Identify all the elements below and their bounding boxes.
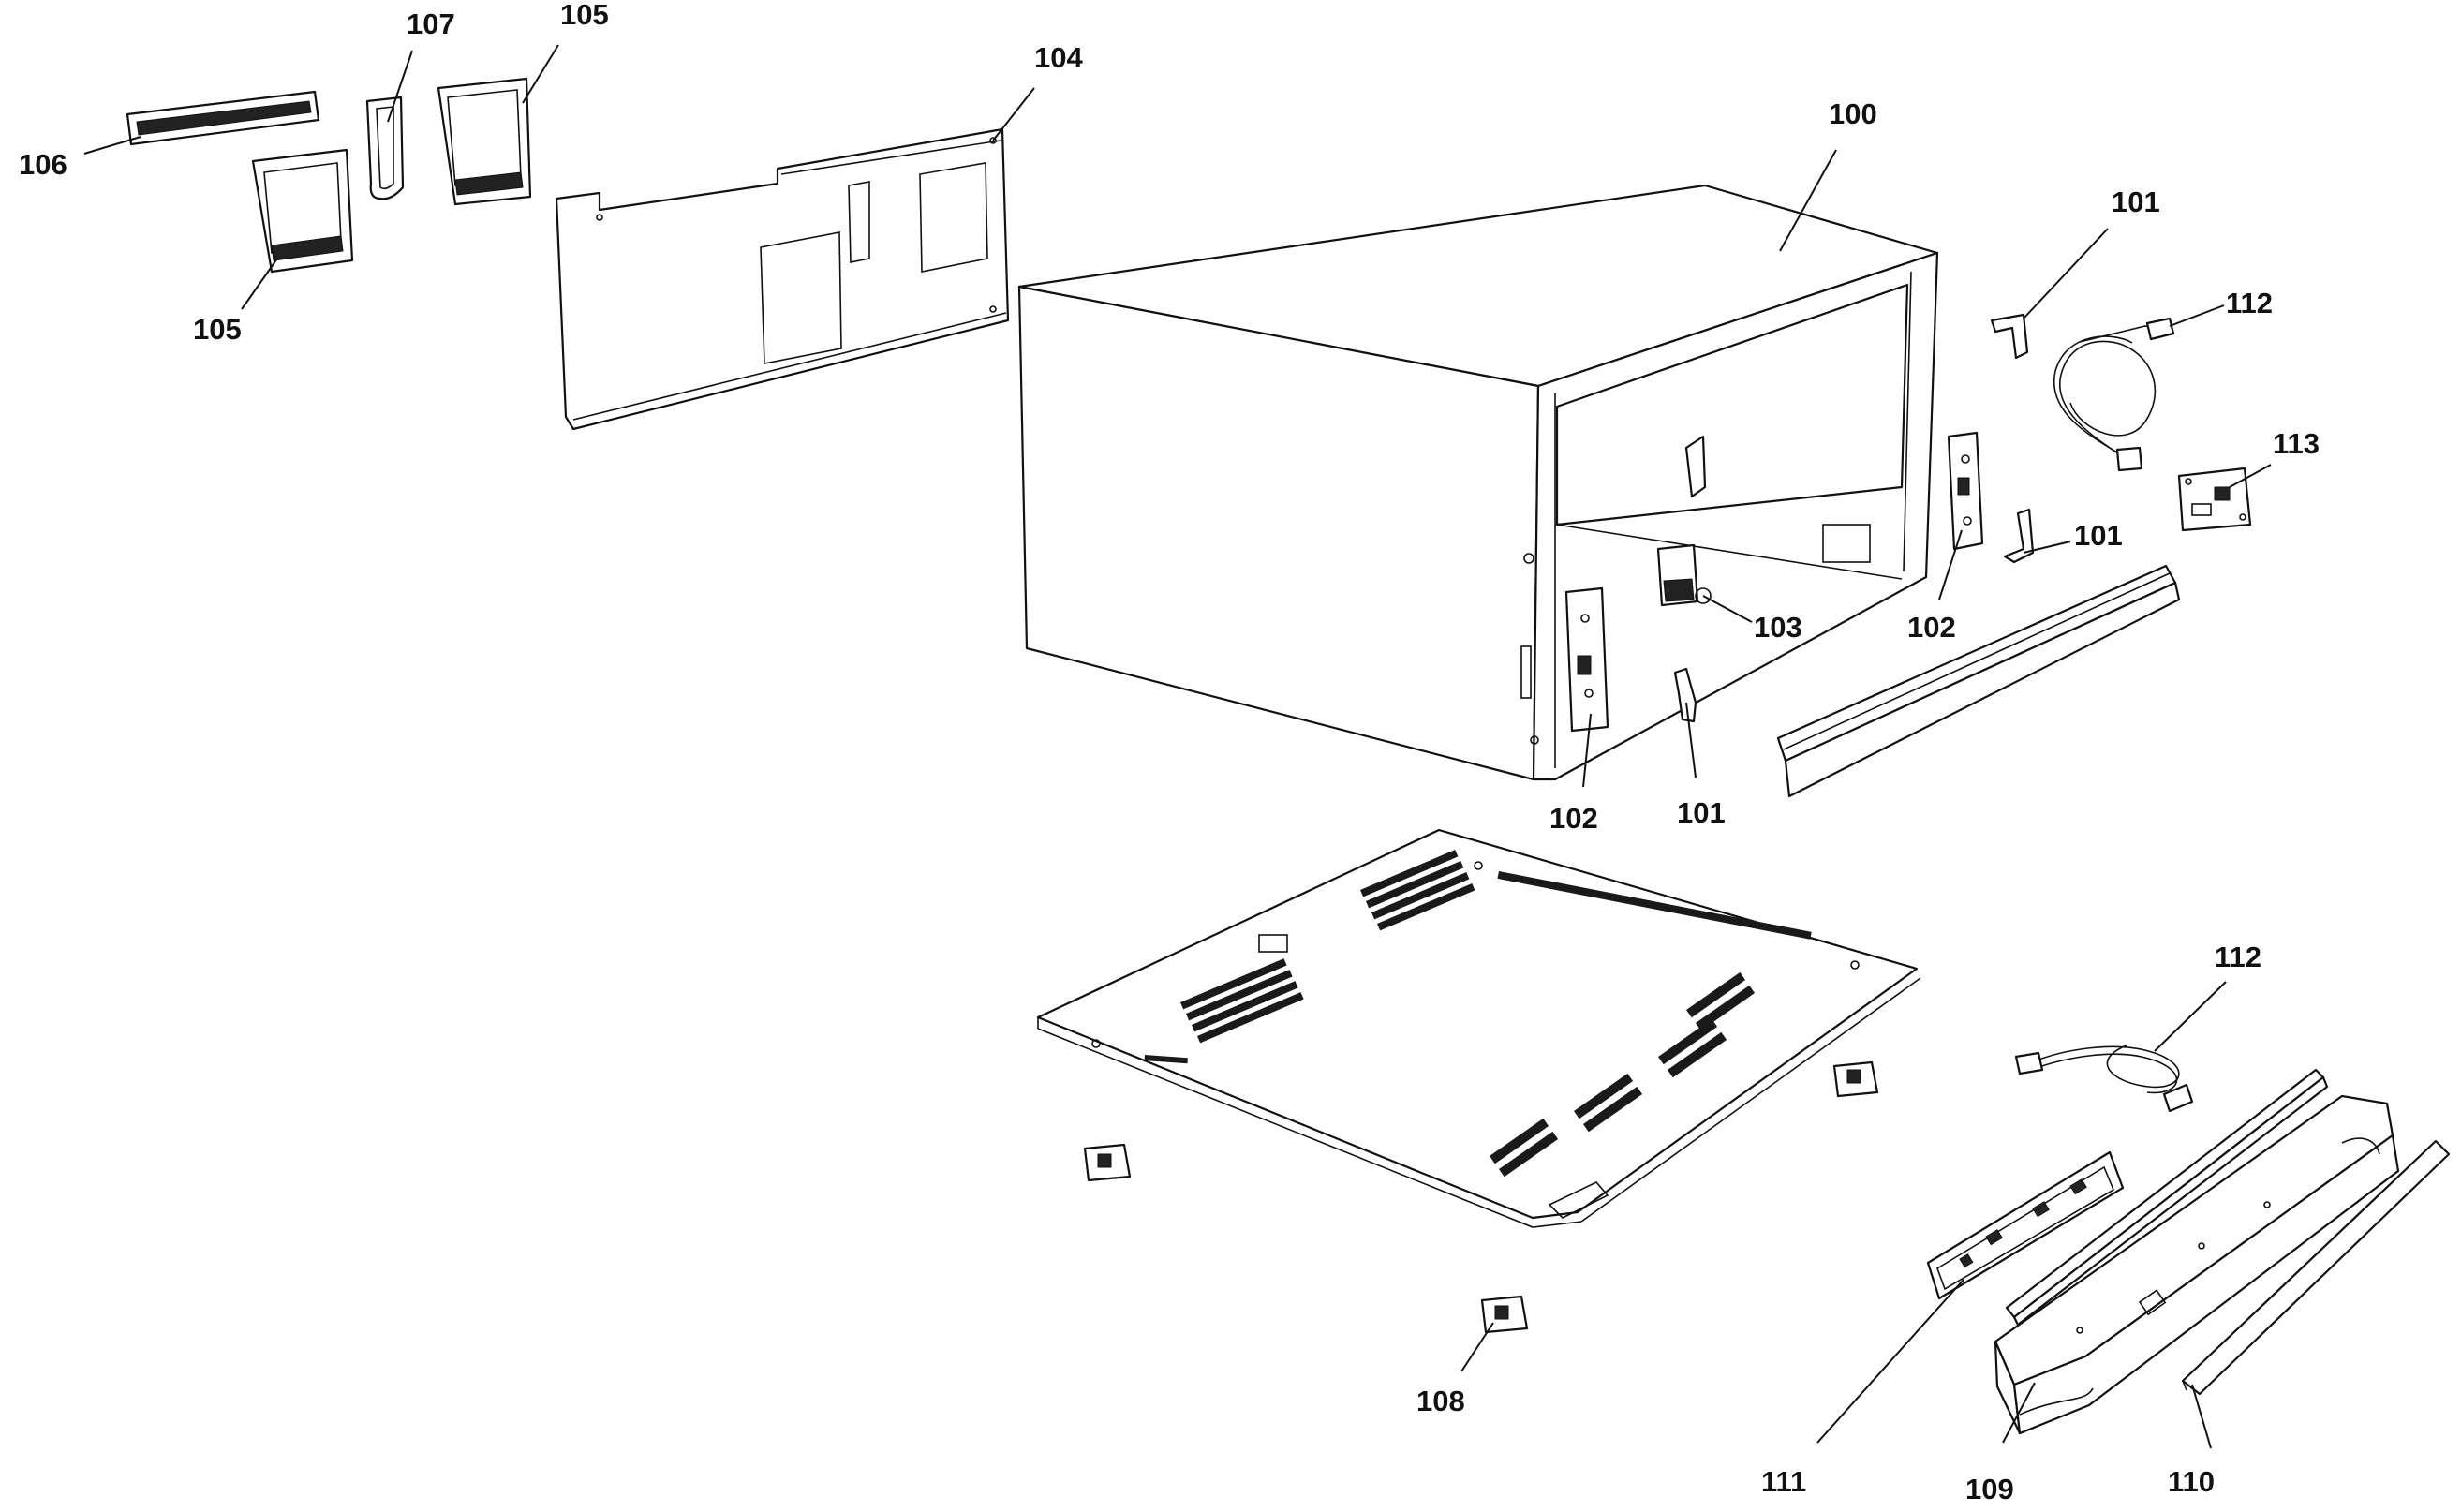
vent-slots-group-b <box>1180 958 1304 1044</box>
leader-lines <box>83 44 2272 1449</box>
leader-106 <box>83 136 141 155</box>
label-111: 111 <box>1761 1465 1806 1498</box>
part-109-control-panel <box>1994 1094 2400 1435</box>
vent-slots-group-a <box>1360 850 1475 931</box>
part-112-cable-top <box>2053 317 2175 472</box>
part-101-hinge-top <box>1990 313 2029 360</box>
leader-108 <box>1460 1322 1494 1372</box>
label-112-bottom: 112 <box>2215 941 2261 973</box>
part-112-cable-bottom <box>2014 1045 2194 1113</box>
part-113-board <box>2177 467 2252 532</box>
label-102-right: 102 <box>1907 611 1956 644</box>
part-103-switch <box>1656 543 1712 607</box>
part-101-hinge-mid <box>2003 508 2035 564</box>
part-111-circuit-board <box>1926 1150 2125 1300</box>
leader-112-bottom <box>2154 981 2227 1052</box>
label-106: 106 <box>19 148 67 181</box>
label-112-top: 112 <box>2226 287 2273 319</box>
label-101-mid: 101 <box>2074 519 2123 552</box>
leader-101-top <box>2023 228 2109 319</box>
label-107: 107 <box>407 7 455 40</box>
leader-100 <box>1779 149 1837 252</box>
label-110: 110 <box>2168 1465 2215 1498</box>
part-108-foot-left <box>1083 1143 1132 1182</box>
leader-105-lower <box>241 258 278 310</box>
leader-103 <box>1702 595 1753 623</box>
label-105-lower: 105 <box>193 313 242 346</box>
rail-channel <box>1776 564 2181 798</box>
label-108: 108 <box>1416 1385 1465 1417</box>
label-101-top: 101 <box>2112 185 2160 218</box>
part-105-bracket-upper <box>437 77 532 206</box>
part-106-vent <box>126 90 320 146</box>
leader-102-left <box>1582 713 1592 788</box>
leader-109 <box>2002 1382 2036 1444</box>
leader-104 <box>992 87 1035 141</box>
leader-111 <box>1816 1279 1964 1444</box>
leader-107 <box>387 50 413 123</box>
label-100: 100 <box>1829 97 1877 130</box>
label-102-left: 102 <box>1549 802 1598 835</box>
leader-110 <box>2191 1384 2212 1449</box>
vent-slots-group-c <box>1490 971 1756 1178</box>
leader-101-mid <box>2023 541 2071 554</box>
callout-labels: 100 101 101 101 102 102 103 104 105 105 … <box>19 0 2320 1505</box>
label-109: 109 <box>1965 1473 2014 1505</box>
leader-101-bottom <box>1685 702 1697 778</box>
label-105-upper: 105 <box>560 0 609 31</box>
part-102-latch-left <box>1564 586 1609 733</box>
part-100-cabinet <box>1017 184 1939 781</box>
control-panel-rail <box>2005 1068 2329 1327</box>
leader-105-upper <box>522 44 559 104</box>
part-102-latch-right <box>1947 431 1984 551</box>
label-101-bottom: 101 <box>1677 796 1726 829</box>
leader-102-right <box>1938 529 1963 600</box>
part-104-rear-panel <box>555 127 1010 431</box>
part-108-foot-right <box>1832 1060 1879 1098</box>
part-105-bracket-lower <box>251 148 354 274</box>
leader-112-top <box>2169 304 2225 327</box>
part-107-clip <box>365 96 405 200</box>
part-101-hinge-bottom <box>1673 667 1697 723</box>
bottom-panel <box>1036 828 1921 1228</box>
label-103: 103 <box>1754 611 1802 644</box>
label-104: 104 <box>1034 41 1083 74</box>
leader-113 <box>2229 464 2272 488</box>
part-108-foot-front <box>1480 1295 1529 1334</box>
label-113: 113 <box>2273 427 2320 460</box>
